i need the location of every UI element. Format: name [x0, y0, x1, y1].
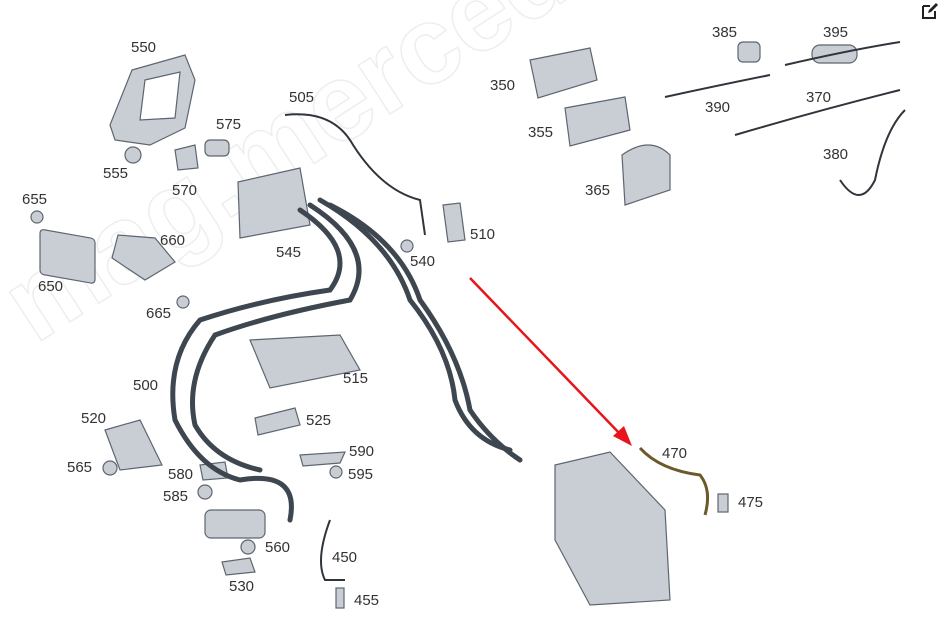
part-510 — [442, 202, 466, 243]
part-660 — [111, 234, 176, 281]
part-control-unit — [554, 451, 671, 606]
callout-545[interactable]: 545 — [276, 244, 302, 261]
part-540 — [400, 239, 414, 253]
part-455 — [335, 587, 345, 609]
part-590 — [299, 451, 346, 467]
callout-590[interactable]: 590 — [349, 443, 375, 460]
callout-520[interactable]: 520 — [81, 410, 107, 427]
callout-665[interactable]: 665 — [146, 305, 172, 322]
callout-550[interactable]: 550 — [131, 39, 157, 56]
part-350 — [529, 47, 598, 99]
cable-450 — [320, 519, 345, 581]
cable-395 — [784, 41, 901, 66]
part-385 — [737, 41, 761, 63]
callout-595[interactable]: 595 — [348, 466, 374, 483]
callout-525[interactable]: 525 — [306, 412, 332, 429]
indicator-arrow-head — [613, 426, 632, 446]
callout-515[interactable]: 515 — [343, 370, 369, 387]
cable-380 — [839, 109, 906, 196]
harness-main-1 — [170, 207, 343, 523]
part-550 — [109, 54, 196, 146]
part-650 — [39, 229, 96, 284]
part-530 — [221, 557, 256, 576]
edit-icon[interactable] — [921, 2, 939, 20]
part-560 — [240, 539, 256, 555]
callout-570[interactable]: 570 — [172, 182, 198, 199]
harness-main-3 — [317, 197, 513, 453]
part-570 — [174, 144, 199, 171]
callout-380[interactable]: 380 — [823, 146, 849, 163]
callout-540[interactable]: 540 — [410, 253, 436, 270]
callout-500[interactable]: 500 — [133, 377, 159, 394]
part-575 — [204, 139, 230, 157]
callout-385[interactable]: 385 — [712, 24, 738, 41]
callout-475[interactable]: 475 — [738, 494, 764, 511]
part-560-block — [204, 509, 266, 539]
callout-650[interactable]: 650 — [38, 278, 64, 295]
callout-350[interactable]: 350 — [490, 77, 516, 94]
callout-585[interactable]: 585 — [163, 488, 189, 505]
callout-470[interactable]: 470 — [662, 445, 688, 462]
part-475 — [717, 493, 729, 513]
cable-505 — [284, 113, 426, 236]
part-655 — [30, 210, 44, 224]
callout-355[interactable]: 355 — [528, 124, 554, 141]
harness-main-2 — [190, 202, 362, 473]
part-565 — [102, 460, 118, 476]
callout-450[interactable]: 450 — [332, 549, 358, 566]
callout-660[interactable]: 660 — [160, 232, 186, 249]
callout-390[interactable]: 390 — [705, 99, 731, 116]
part-595 — [329, 465, 343, 479]
callout-365[interactable]: 365 — [585, 182, 611, 199]
part-585 — [197, 484, 213, 500]
callout-455[interactable]: 455 — [354, 592, 380, 609]
part-355 — [564, 96, 631, 147]
cable-370 — [734, 89, 901, 136]
part-665 — [176, 295, 190, 309]
part-520 — [104, 419, 163, 471]
part-505-bracket — [237, 167, 311, 239]
indicator-arrow-line — [469, 277, 623, 437]
callout-395[interactable]: 395 — [823, 24, 849, 41]
callout-505[interactable]: 505 — [289, 89, 315, 106]
callout-655[interactable]: 655 — [22, 191, 48, 208]
callout-580[interactable]: 580 — [168, 466, 194, 483]
callout-575[interactable]: 575 — [216, 116, 242, 133]
cable-470 — [638, 446, 710, 516]
part-515 — [249, 334, 361, 389]
callout-510[interactable]: 510 — [470, 226, 496, 243]
callout-530[interactable]: 530 — [229, 578, 255, 595]
part-365 — [621, 144, 671, 206]
callout-560[interactable]: 560 — [265, 539, 291, 556]
harness-main-4 — [327, 202, 523, 463]
part-525 — [254, 407, 301, 436]
callout-370[interactable]: 370 — [806, 89, 832, 106]
callout-565[interactable]: 565 — [67, 459, 93, 476]
callout-555[interactable]: 555 — [103, 165, 129, 182]
cable-390 — [664, 74, 771, 98]
part-555 — [124, 146, 142, 164]
